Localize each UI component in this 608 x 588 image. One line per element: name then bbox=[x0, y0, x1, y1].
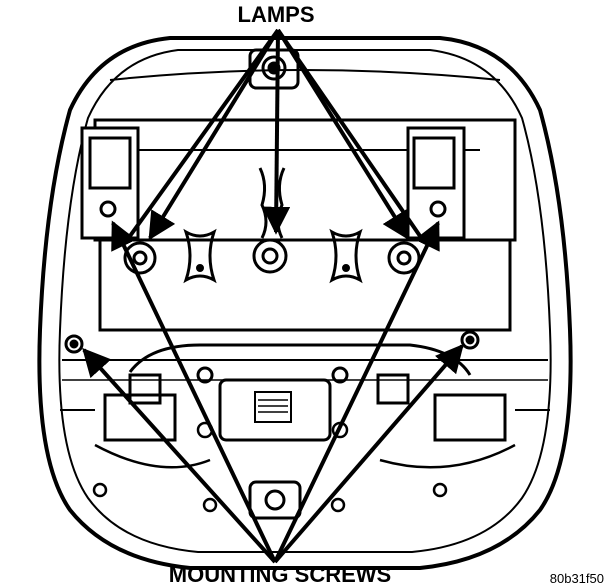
clip-right bbox=[329, 228, 363, 284]
clip-left bbox=[183, 228, 217, 284]
figure-code: 80b31f50 bbox=[550, 571, 604, 586]
lamps-callout-lines bbox=[128, 28, 422, 241]
screws-arrow-upper-right bbox=[273, 220, 440, 563]
side-mounting-screw-right bbox=[460, 330, 480, 350]
mounting-screws-label: MOUNTING SCREWS bbox=[169, 562, 391, 587]
center-bracket bbox=[252, 167, 288, 274]
bottom-screw-inner-right bbox=[330, 497, 346, 513]
console-housing bbox=[37, 36, 573, 570]
bottom-screw-right bbox=[432, 482, 448, 498]
bottom-center-mount bbox=[248, 480, 302, 520]
screws-arrow-upper-left bbox=[111, 220, 277, 563]
lamps-line-inner-left bbox=[128, 28, 280, 238]
screws-arrow-side-left bbox=[82, 347, 277, 564]
right-lamp bbox=[406, 126, 466, 240]
bottom-screw-inner-left bbox=[202, 497, 218, 513]
mounting-screws-callout-lines bbox=[82, 220, 464, 564]
side-mounting-screw-left bbox=[64, 334, 84, 354]
lamps-line-inner-right bbox=[276, 28, 422, 238]
lamps-arrow-left bbox=[148, 28, 280, 241]
left-lamp bbox=[80, 126, 140, 240]
lamps-arrow-center bbox=[262, 29, 291, 235]
lamps-label: LAMPS bbox=[238, 2, 315, 27]
bottom-screw-left bbox=[92, 482, 108, 498]
screws-arrow-side-right bbox=[273, 343, 464, 564]
